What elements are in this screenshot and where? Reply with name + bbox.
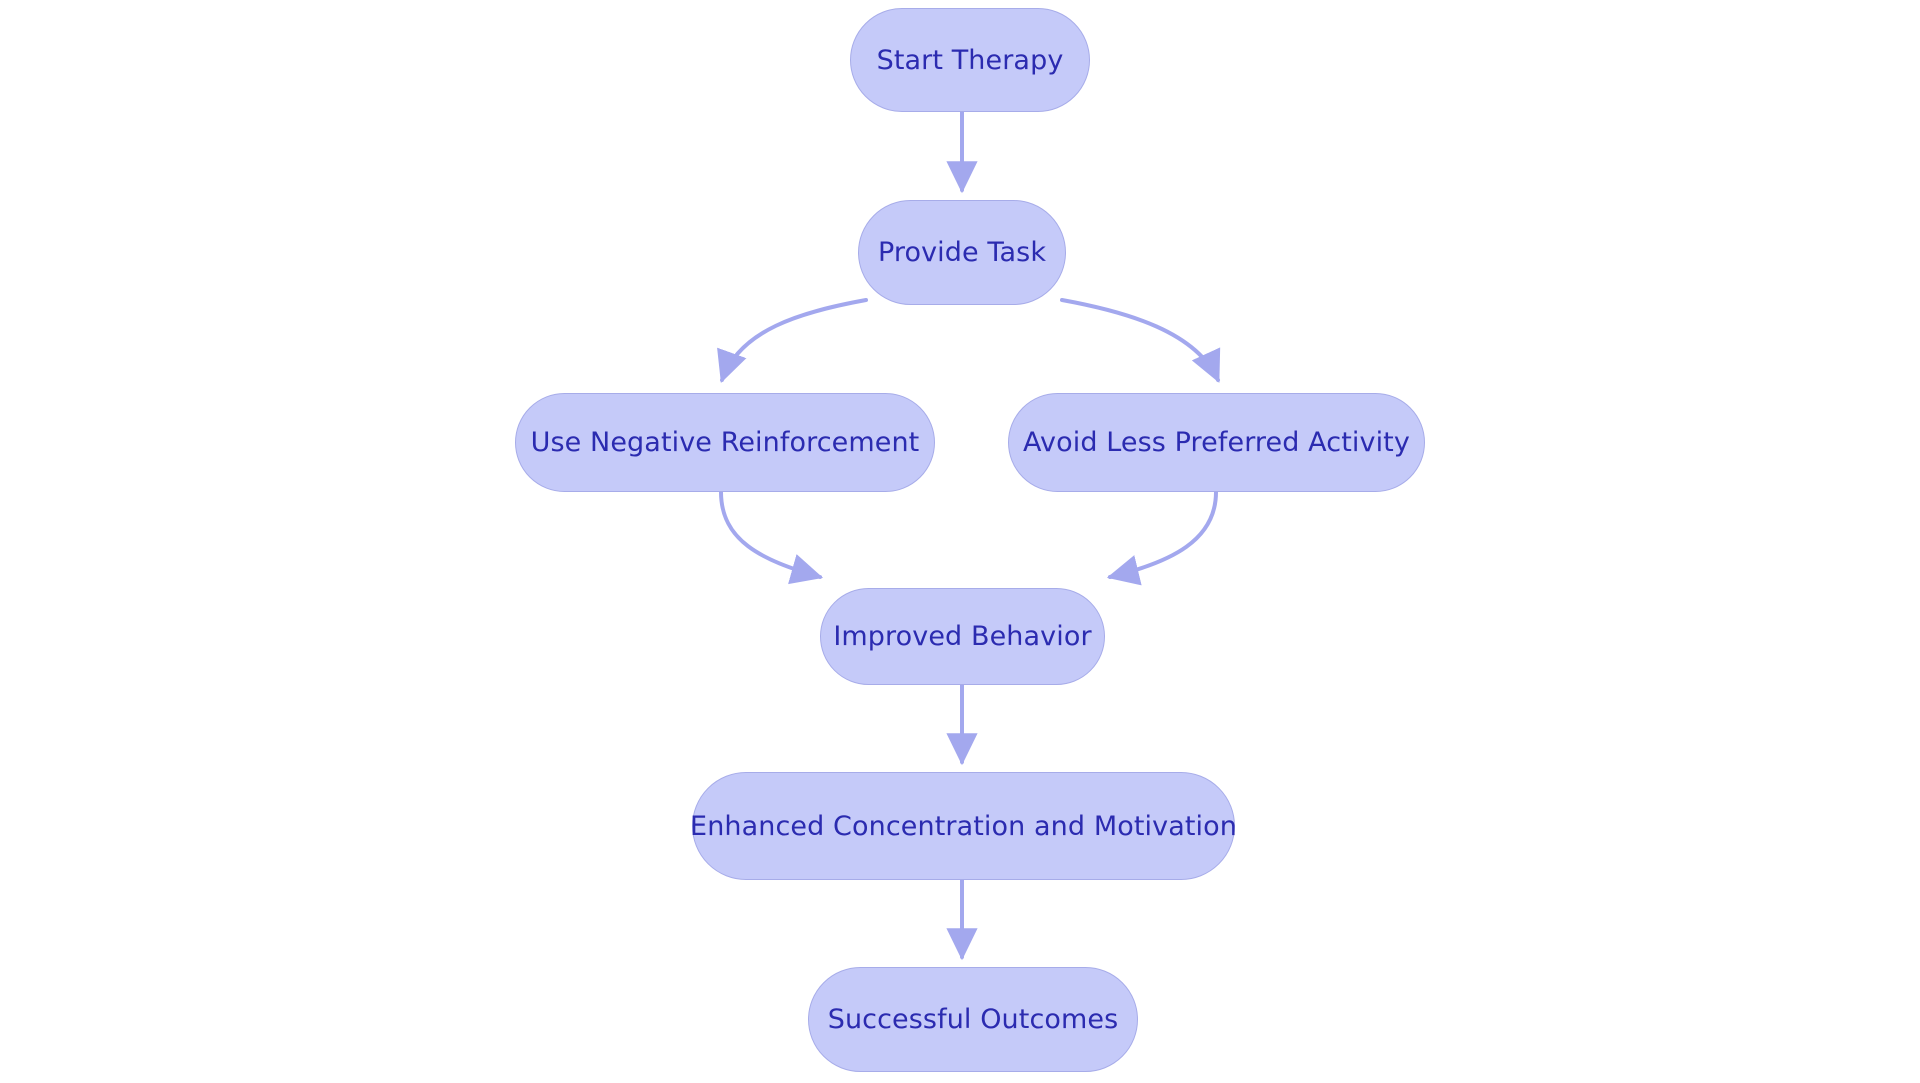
node-label: Start Therapy — [876, 44, 1064, 76]
node-label: Provide Task — [877, 237, 1047, 268]
edge-negative-to-improved — [719, 490, 824, 585]
edge-avoid-to-improved — [1106, 490, 1218, 586]
node-label: Successful Outcomes — [827, 1004, 1119, 1035]
node-enhanced-concentration-and-motivation[interactable]: Enhanced Concentration and Motivation — [690, 772, 1237, 880]
node-use-negative-reinforcement[interactable]: Use Negative Reinforcement — [515, 393, 935, 492]
node-provide-task[interactable]: Provide Task — [858, 200, 1066, 305]
node-improved-behavior[interactable]: Improved Behavior — [820, 588, 1105, 685]
node-label: Use Negative Reinforcement — [530, 427, 920, 458]
node-label: Improved Behavior — [833, 621, 1092, 652]
node-label: Avoid Less Preferred Activity — [1023, 427, 1410, 458]
node-avoid-less-preferred-activity[interactable]: Avoid Less Preferred Activity — [1008, 393, 1425, 492]
node-label: Enhanced Concentration and Motivation — [690, 810, 1237, 842]
node-start-therapy[interactable]: Start Therapy — [850, 8, 1090, 112]
node-successful-outcomes[interactable]: Successful Outcomes — [808, 967, 1138, 1072]
edge-provide-to-negative — [717, 298, 868, 384]
edge-provide-to-avoid — [1060, 298, 1221, 383]
